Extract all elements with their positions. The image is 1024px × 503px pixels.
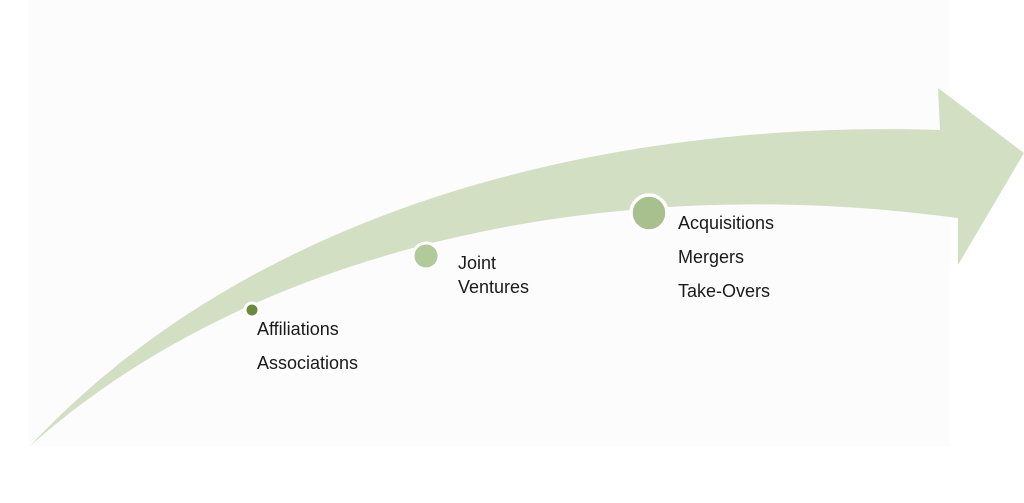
stage-label-joint-ventures: Joint Ventures <box>458 251 529 299</box>
stage-label-acquisitions: Acquisitions Mergers Take-Overs <box>678 211 774 303</box>
stage-text-mergers: Mergers <box>678 247 745 267</box>
stage-text-joint: Joint <box>458 253 497 273</box>
stage-text-affiliations: Affiliations <box>257 319 339 339</box>
stage-text-take-overs: Take-Overs <box>678 281 771 301</box>
stage-dot-acquisitions <box>629 193 669 233</box>
stage-dot-joint-ventures <box>411 241 441 271</box>
stage-text-ventures: Ventures <box>458 277 530 297</box>
curved-arrow <box>30 88 1024 446</box>
stage-text-associations: Associations <box>257 353 359 373</box>
stage-label-affiliations: Affiliations Associations <box>257 317 358 375</box>
stage-text-acquisitions: Acquisitions <box>678 213 775 233</box>
stage-dot-affiliations <box>243 301 261 319</box>
